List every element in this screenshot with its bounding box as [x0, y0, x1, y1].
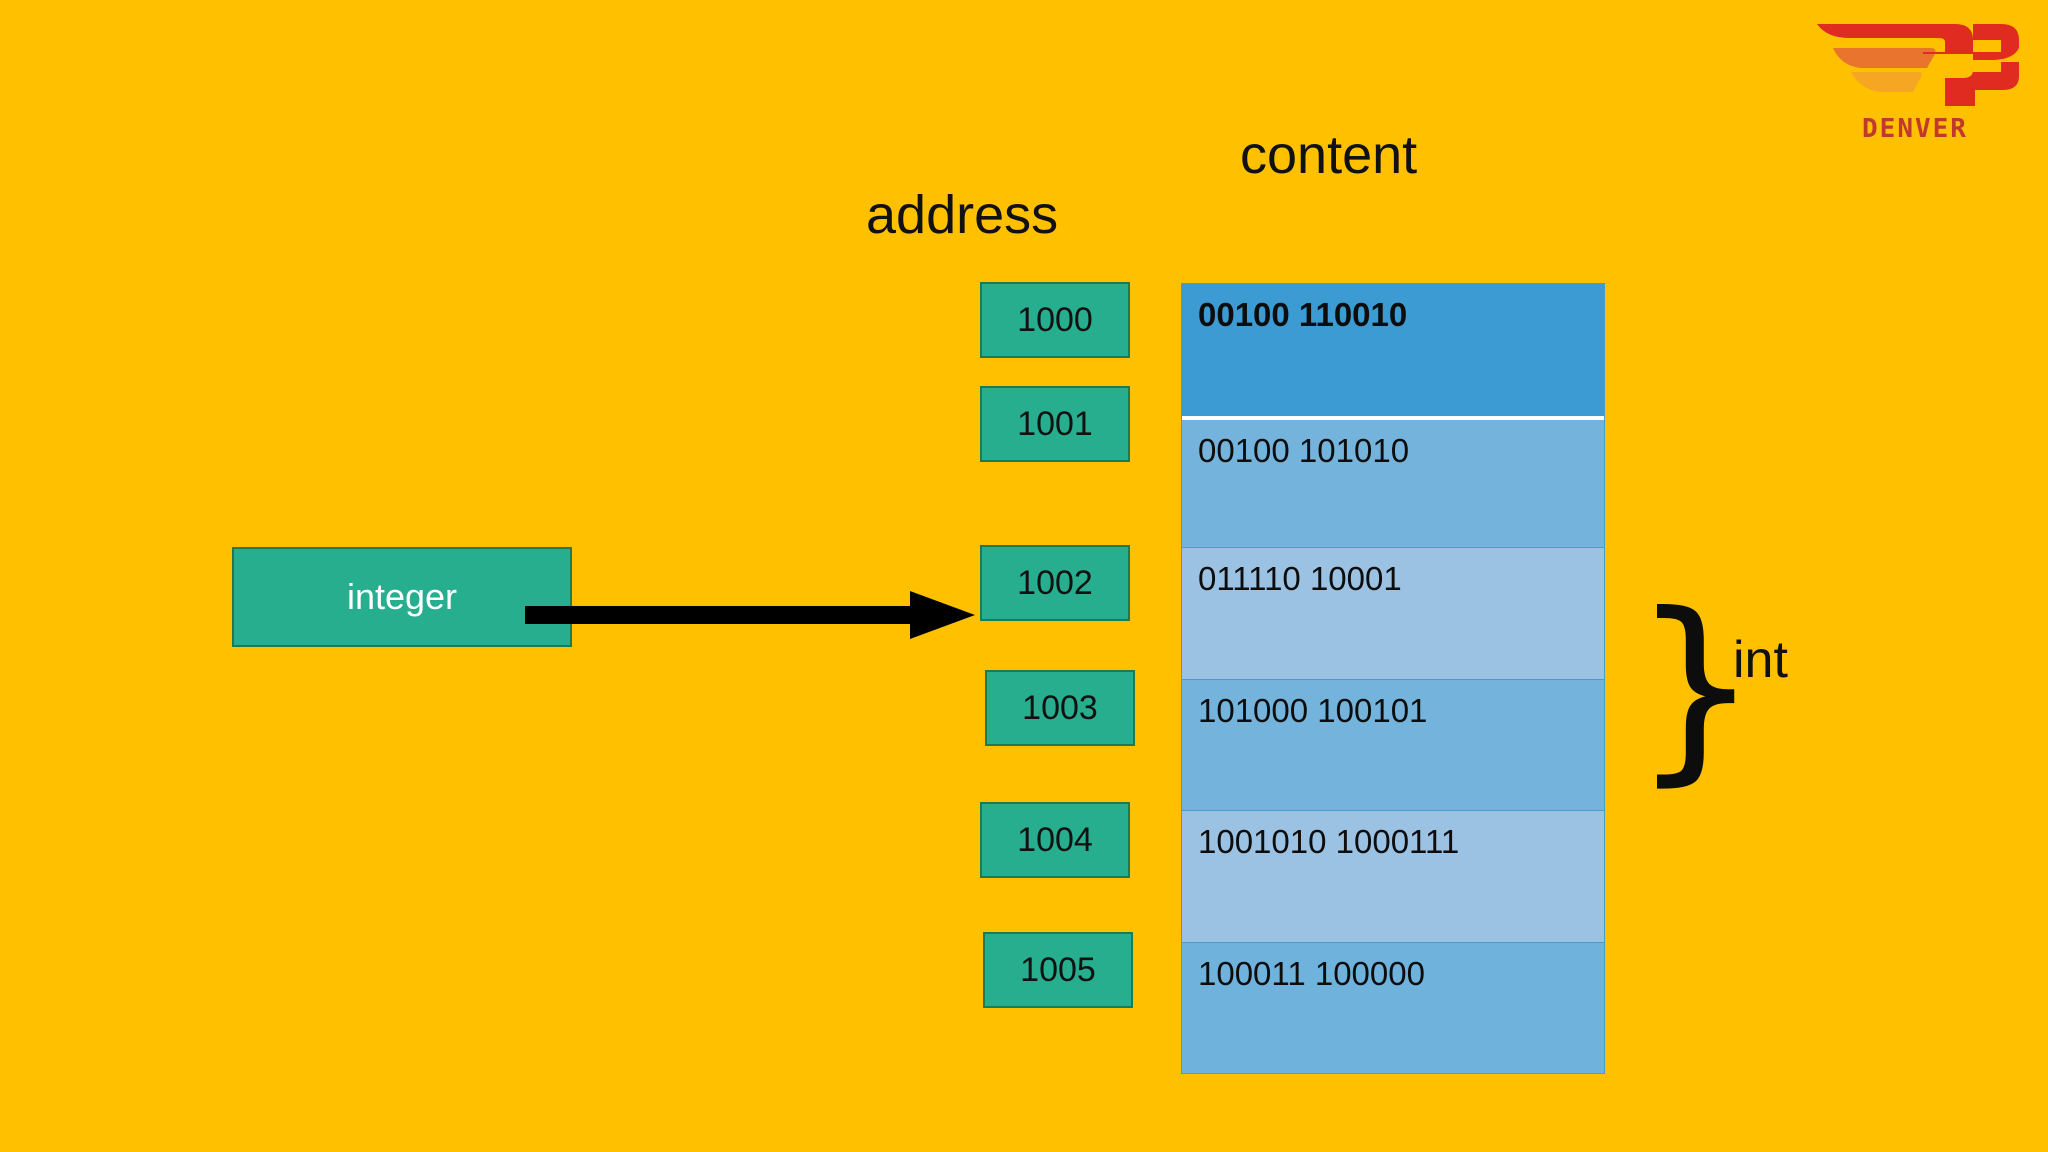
address-box[interactable]: 1003	[985, 670, 1135, 746]
content-row[interactable]: 00100 101010	[1182, 416, 1604, 547]
address-box[interactable]: 1000	[980, 282, 1130, 358]
address-box[interactable]: 1001	[980, 386, 1130, 462]
arrow-icon	[525, 591, 975, 639]
content-row[interactable]: 00100 110010	[1182, 284, 1604, 416]
denver-logo: DENVER	[1805, 14, 2025, 144]
content-row[interactable]: 101000 100101	[1182, 679, 1604, 810]
address-label: 1001	[1017, 405, 1093, 443]
pointer-arrow	[525, 585, 975, 645]
content-row[interactable]: 1001010 1000111	[1182, 810, 1604, 942]
content-row[interactable]: 100011 100000	[1182, 942, 1604, 1073]
content-column-heading: content	[1240, 125, 1418, 185]
address-column-heading: address	[866, 185, 1059, 245]
address-label: 1000	[1017, 301, 1093, 339]
content-bits: 1001010 1000111	[1198, 823, 1460, 860]
address-label: 1003	[1022, 689, 1098, 727]
content-column: 00100 110010 00100 101010 011110 10001 1010…	[1181, 283, 1605, 1074]
denver-logo-mark	[1817, 24, 2019, 106]
address-box[interactable]: 1004	[980, 802, 1130, 878]
content-bits: 101000 100101	[1198, 692, 1428, 729]
content-bits: 00100 110010	[1198, 296, 1408, 333]
variable-label: integer	[346, 576, 458, 617]
type-label-int: int	[1733, 631, 1788, 689]
address-label: 1002	[1017, 564, 1093, 602]
logo-wordmark: DENVER	[1862, 114, 1968, 144]
address-box[interactable]: 1002	[980, 545, 1130, 621]
grouping-brace: }	[1632, 571, 1760, 804]
content-bits: 011110 10001	[1198, 560, 1402, 597]
content-row[interactable]: 011110 10001	[1182, 547, 1604, 679]
address-label: 1005	[1020, 951, 1096, 989]
content-bits: 00100 101010	[1198, 432, 1410, 469]
address-label: 1004	[1017, 821, 1093, 859]
variable-box-integer[interactable]: integer	[232, 547, 572, 647]
content-bits: 100011 100000	[1198, 955, 1425, 992]
address-box[interactable]: 1005	[983, 932, 1133, 1008]
